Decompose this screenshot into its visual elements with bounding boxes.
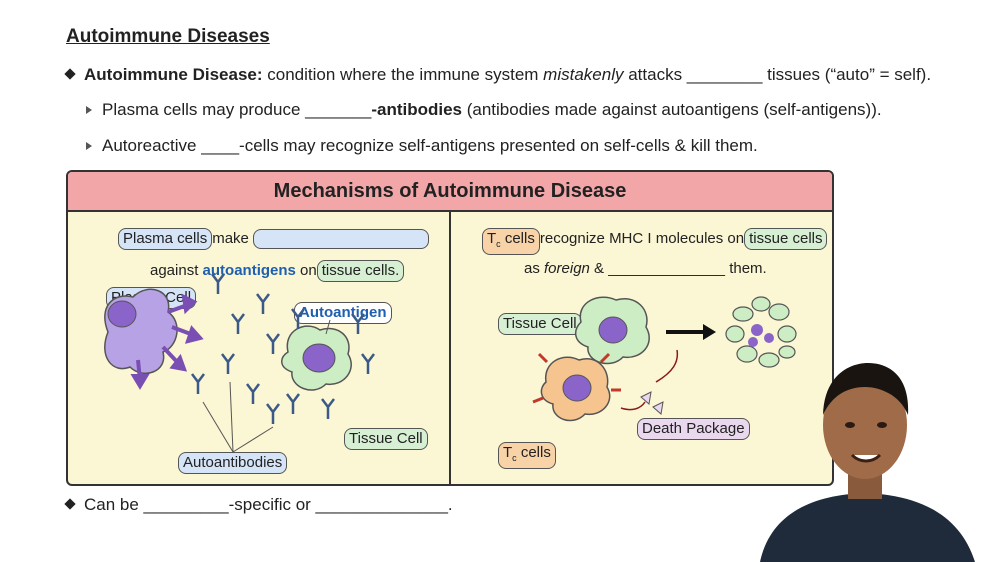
tc-rest: cells — [500, 230, 535, 247]
diagram-heading: Mechanisms of Autoimmune Disease — [68, 172, 832, 212]
text-recognize: recognize MHC I molecules on — [539, 230, 745, 247]
presenter-face — [823, 371, 907, 479]
tc-sub: c — [496, 239, 501, 249]
bullet-1-italic: mistakenly — [543, 65, 624, 84]
bullet-2-text-b: (antibodies made against autoantigens (s… — [462, 100, 882, 119]
label-pointer-lines — [202, 319, 331, 453]
text-and-blank: & ______________ them. — [589, 260, 767, 277]
triangle-bullet-icon — [86, 105, 92, 114]
label-death-package: Death Package — [637, 418, 750, 440]
text-foreign: foreign — [544, 260, 590, 277]
tc-cell-nucleus — [562, 374, 592, 402]
presenter-shirt — [760, 493, 975, 562]
bullet-2: Plasma cells may produce _______-antibod… — [86, 100, 882, 120]
label-tissue-cell-right: Tissue Cell — [498, 313, 582, 335]
release-arrow — [620, 401, 646, 411]
tissue-cell-nucleus-right — [598, 316, 628, 344]
attack-arrow — [655, 349, 679, 383]
bullet-1: Autoimmune Disease: condition where the … — [64, 65, 932, 85]
bullet-4-text: Can be _________-specific or ___________… — [84, 495, 453, 514]
label-autoantibodies: Autoantibodies — [178, 452, 288, 474]
right-caption-line-2: as foreign & ______________ them. — [524, 260, 767, 277]
bullet-4: Can be _________-specific or ___________… — [64, 495, 453, 515]
label-autoantigen: Autoantigen — [294, 302, 392, 324]
tc-killing-illustration — [532, 296, 797, 422]
presenter-video — [760, 363, 975, 562]
autoantibody-illustration — [104, 273, 375, 453]
blank-fill-box — [253, 229, 430, 250]
label-tissue-cell-left: Tissue Cell — [344, 428, 428, 450]
tc-label-sub: c — [512, 453, 517, 463]
bullet-3: Autoreactive ____-cells may recognize se… — [86, 136, 758, 156]
text-on: on — [295, 262, 317, 279]
pill-tissue-cells-left: tissue cells. — [316, 260, 405, 282]
tc-receptors — [532, 352, 621, 404]
term-autoimmune-disease: Autoimmune Disease: — [84, 65, 263, 84]
label-tc-cells: Tc cells — [498, 442, 556, 469]
tc-letter: T — [487, 230, 497, 247]
text-make: make — [212, 230, 249, 247]
presenter-eye-left — [845, 422, 855, 428]
lysed-cell-fragments — [725, 296, 797, 368]
presenter-hair — [823, 363, 909, 415]
tissue-cell-nucleus-left — [302, 343, 336, 373]
presenter-eye-right — [877, 422, 887, 428]
pill-plasma-cells: Plasma cells — [118, 228, 213, 250]
plasma-cell-nucleus — [107, 300, 137, 328]
bullet-1-text-a: condition where the immune system — [262, 65, 544, 84]
bullet-2-bold: -antibodies — [371, 100, 462, 119]
bullet-2-text-a: Plasma cells may produce _______ — [102, 100, 372, 119]
diamond-bullet-icon — [64, 67, 76, 80]
pill-tissue-cells-right: tissue cells — [744, 228, 828, 250]
death-package-glyphs — [640, 391, 664, 415]
lysed-nucleus-fragments — [748, 324, 774, 347]
secretion-arrows — [130, 293, 204, 390]
presenter-mouth — [850, 453, 882, 463]
triangle-bullet-icon — [86, 141, 92, 150]
text-against: against — [150, 262, 203, 279]
bullet-3-text: Autoreactive ____-cells may recognize se… — [102, 136, 758, 155]
text-autoantigens: autoantigens — [202, 262, 296, 279]
pill-tc-cells: Tc cells — [482, 228, 540, 255]
panel-divider — [449, 212, 451, 484]
page-title: Autoimmune Diseases — [66, 26, 270, 47]
text-as: as — [524, 260, 545, 277]
mechanisms-diagram: Mechanisms of Autoimmune Disease Plasma … — [66, 170, 834, 486]
tc-label-letter: T — [503, 444, 513, 461]
antibody-glyphs — [191, 273, 375, 424]
diamond-bullet-icon — [64, 497, 76, 510]
arrow-head-icon — [703, 324, 716, 340]
tc-label-rest: cells — [516, 444, 551, 461]
bullet-1-text-b: attacks ________ tissues (“auto” = self)… — [623, 65, 932, 84]
